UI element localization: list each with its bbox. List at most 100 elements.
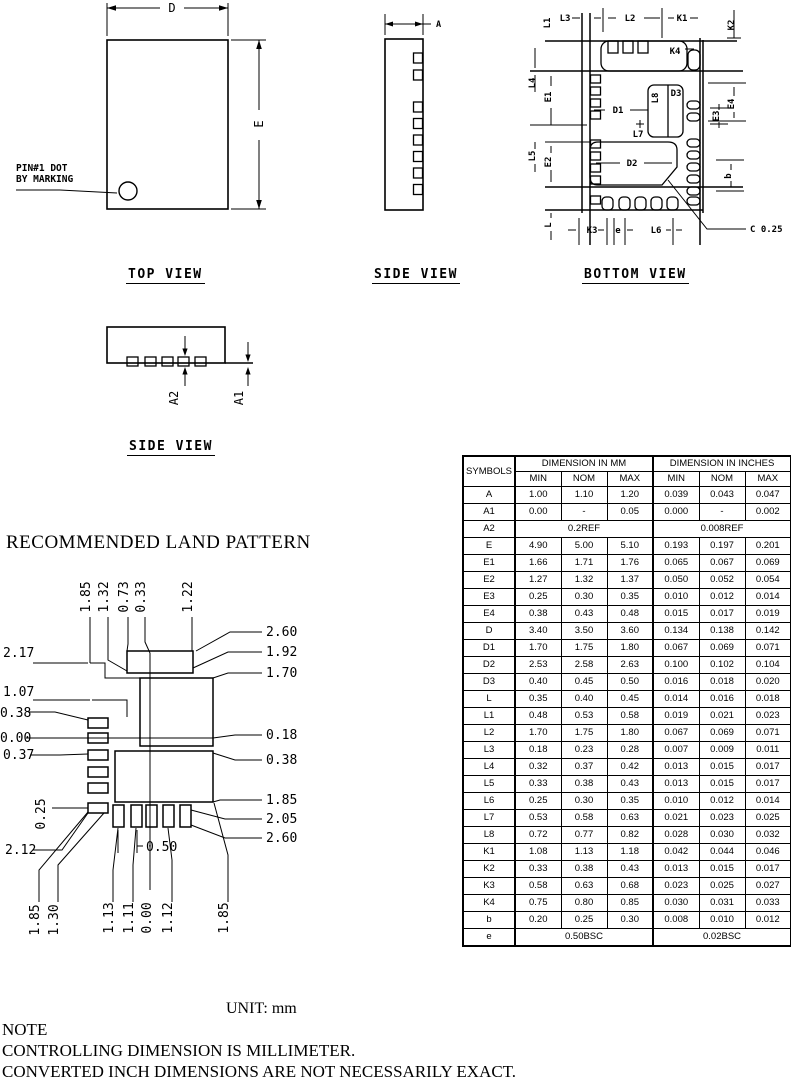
- table-cell: 0.80: [560, 894, 608, 912]
- table-cell: 1.75: [560, 724, 608, 742]
- table-cell: 0.197: [698, 537, 746, 555]
- lp-dim-top-3: 0.33: [134, 581, 149, 612]
- lp-dim-top-1: 1.32: [97, 581, 112, 612]
- table-cell: 0.044: [698, 843, 746, 861]
- table-cell: 1.70: [514, 724, 562, 742]
- dim-label-l8: L8: [651, 93, 661, 104]
- table-cell: 0.43: [606, 860, 654, 878]
- dim-label-e: e: [615, 226, 621, 236]
- lp-dim-right-2: 1.70: [266, 666, 297, 681]
- table-cell: E3: [462, 588, 516, 606]
- table-cell: 0.35: [606, 588, 654, 606]
- table-cell: 1.10: [560, 486, 608, 504]
- table-cell: L4: [462, 758, 516, 776]
- table-cell: 1.71: [560, 554, 608, 572]
- table-cell: 1.37: [606, 571, 654, 589]
- table-cell: 0.014: [652, 690, 700, 708]
- table-cell: 3.40: [514, 622, 562, 640]
- table-cell: 0.067: [652, 639, 700, 657]
- table-cell: D1: [462, 639, 516, 657]
- table-cell: A2: [462, 520, 516, 538]
- table-cell: 0.100: [652, 656, 700, 674]
- table-cell: 0.58: [606, 707, 654, 725]
- table-cell: 2.63: [606, 656, 654, 674]
- table-cell: 0.37: [560, 758, 608, 776]
- table-cell: 0.014: [744, 588, 791, 606]
- table-cell: 0.002: [744, 503, 791, 521]
- table-cell: 1.18: [606, 843, 654, 861]
- table-cell: 2.58: [560, 656, 608, 674]
- table-cell: 0.065: [652, 554, 700, 572]
- top-view-drawing: D E PIN#1 DOT BY MARKING: [16, 1, 266, 210]
- table-cell: 0.015: [698, 775, 746, 793]
- dim-label-l6: L6: [651, 226, 662, 236]
- table-cell: 0.023: [698, 809, 746, 827]
- lp-dim-right-5: 1.85: [266, 793, 297, 808]
- dim-label-d: D: [168, 1, 175, 15]
- dim-label-l: L: [544, 222, 554, 228]
- table-cell: 0.43: [560, 605, 608, 623]
- table-cell: 0.50: [606, 673, 654, 691]
- dim-label-k3: K3: [587, 226, 598, 236]
- table-cell: 2.53: [514, 656, 562, 674]
- header-mm-min: MIN: [514, 471, 562, 487]
- pin1-note-line2: BY MARKING: [16, 174, 73, 185]
- dim-label-e1: E1: [544, 92, 554, 103]
- dim-label-a: A: [436, 20, 441, 30]
- pin1-note-line1: PIN#1 DOT: [16, 163, 68, 174]
- table-cell: 0.015: [652, 605, 700, 623]
- table-cell: 0.53: [560, 707, 608, 725]
- table-cell: L7: [462, 809, 516, 827]
- table-cell: 0.020: [744, 673, 791, 691]
- table-cell: L6: [462, 792, 516, 810]
- table-cell: 0.25: [514, 588, 562, 606]
- side-lower-pads: [126, 356, 207, 367]
- table-cell: 0.027: [744, 877, 791, 895]
- table-cell: 0.134: [652, 622, 700, 640]
- table-cell: 0.35: [514, 690, 562, 708]
- header-in-nom: NOM: [698, 471, 746, 487]
- dim-label-chamfer: C 0.25: [750, 225, 783, 235]
- land-pattern-drawing: 1.85 1.32 0.73 0.33 1.22 2.17 1.07 0.38 …: [0, 581, 297, 935]
- table-cell: 0.63: [560, 877, 608, 895]
- table-cell: 0.052: [698, 571, 746, 589]
- table-cell: 0.017: [744, 758, 791, 776]
- lp-dim-bottom-3: 1.11: [122, 902, 137, 933]
- table-cell: 0.40: [514, 673, 562, 691]
- table-cell: 0.33: [514, 775, 562, 793]
- table-cell: 0.30: [606, 911, 654, 929]
- dim-label-e4: E4: [727, 98, 737, 109]
- dim-label-d3: D3: [671, 89, 682, 99]
- table-cell: L1: [462, 707, 516, 725]
- dim-label-k1: K1: [677, 14, 688, 24]
- table-cell: 0.030: [652, 894, 700, 912]
- table-cell: 0.069: [698, 724, 746, 742]
- table-cell: 0.016: [698, 690, 746, 708]
- table-cell: 0.018: [744, 690, 791, 708]
- table-cell: 0.017: [698, 605, 746, 623]
- table-cell: 4.90: [514, 537, 562, 555]
- table-cell: 0.030: [698, 826, 746, 844]
- dim-label-k2: K2: [727, 20, 737, 31]
- dim-label-d2: D2: [627, 159, 638, 169]
- table-cell: 0.50BSC: [513, 928, 654, 947]
- dim-label-l5: L5: [528, 151, 538, 162]
- table-cell: 0.32: [514, 758, 562, 776]
- table-cell: 0.25: [560, 911, 608, 929]
- table-cell: e: [462, 928, 516, 947]
- dim-label-b: b: [724, 173, 734, 179]
- table-cell: K4: [462, 894, 516, 912]
- table-cell: -: [698, 503, 746, 521]
- lp-dim-left-5: 0.25: [34, 798, 49, 829]
- table-cell: 0.071: [744, 724, 791, 742]
